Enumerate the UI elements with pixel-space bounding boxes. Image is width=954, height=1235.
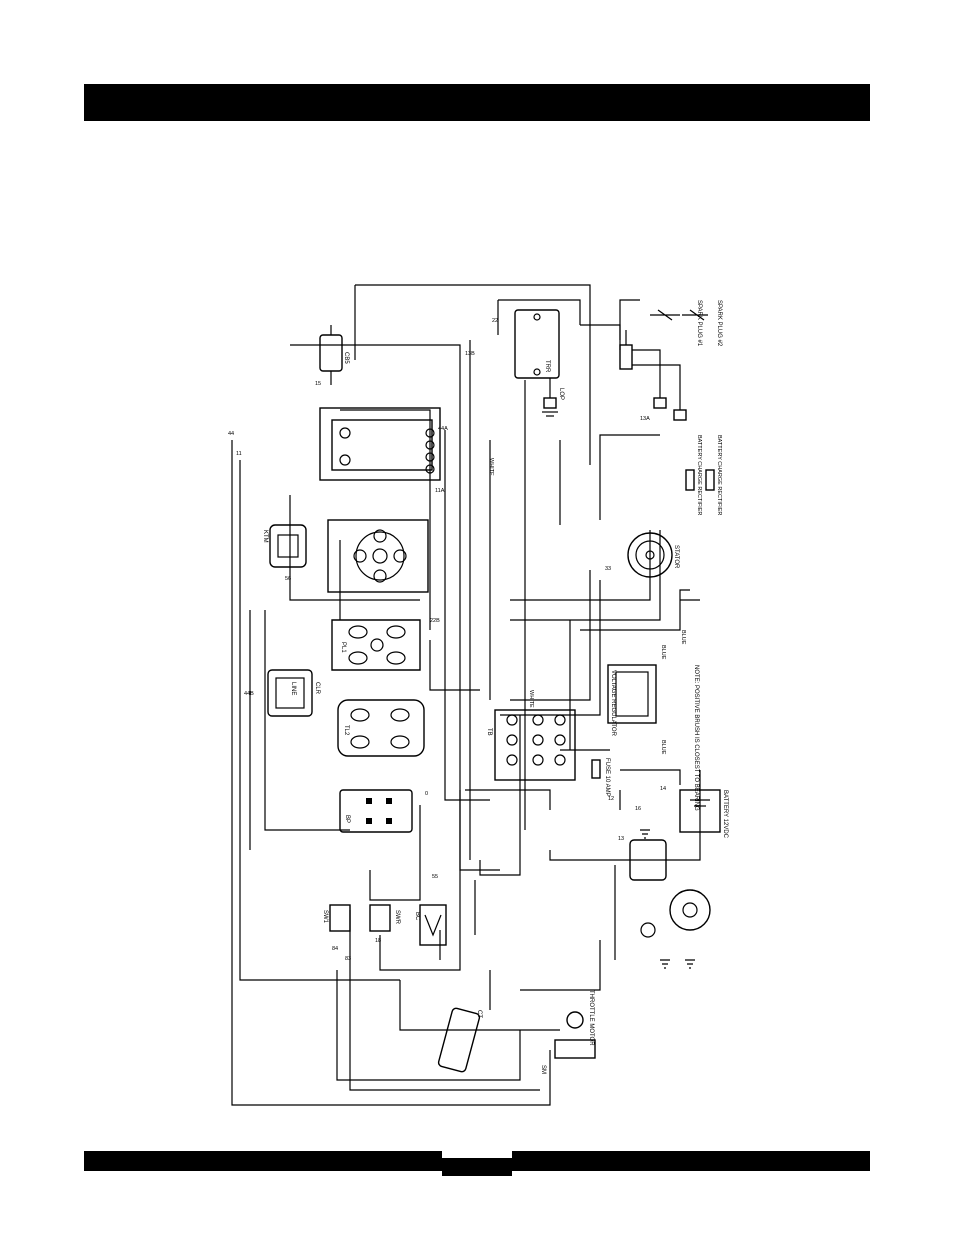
spark2-label: SPARK PLUG #2: [716, 300, 722, 347]
trr-label: TRR: [544, 360, 550, 373]
stator-label: STATOR: [673, 545, 679, 569]
wire-number-12: 12: [608, 796, 614, 802]
blue2-label: BLUE: [660, 740, 666, 755]
wire-number-11: 11: [236, 451, 242, 457]
cb5-breaker: CB5: [319, 325, 349, 385]
ktm-label: KTM: [262, 530, 268, 543]
bearing-note: NOTE: POSITIVE BRUSH IS CLOSEST TO BEARI…: [693, 665, 699, 811]
wire-number-18: 18: [375, 938, 381, 944]
fuse-label: FUSE 10 AMP: [604, 758, 610, 797]
header-bar: [84, 84, 870, 121]
ktm-module: KTM: [262, 524, 307, 568]
wire-number-56: 56: [285, 576, 291, 582]
cb5-label: CB5: [343, 352, 349, 364]
rectifier2-label: BATTERY CHARGE RECTIFIER: [716, 435, 722, 515]
spark1-label: SPARK PLUG #1: [696, 300, 702, 347]
white1-label: WHITE: [488, 458, 494, 476]
lop-switch: LOP: [542, 378, 564, 417]
throttle-label: THROTTLE MOTOR: [588, 990, 594, 1046]
throttle-assembly: CT THROTTLE MOTOR SM: [437, 990, 596, 1074]
ground-symbols: [640, 829, 695, 969]
pl1-receptacle: PL1: [331, 619, 421, 671]
wire-numbers: 44 11 22 33 13B 15 56 0 18 14 13A 44A 44…: [228, 318, 666, 962]
battery-label: BATTERY 12VDC: [722, 790, 728, 839]
bp-label: BP: [344, 815, 350, 823]
rectifiers: BATTERY CHARGE RECTIFIER BATTERY CHARGE …: [685, 435, 722, 515]
swr-label: SWR: [394, 910, 400, 925]
bp-relay: BP: [339, 789, 413, 833]
tb-terminal-strip: TB: [486, 709, 576, 781]
wire-number-15: 15: [315, 381, 321, 387]
pl1-label: PL1: [340, 642, 346, 653]
blue1-label: BLUE: [660, 645, 666, 660]
line-label: LINE: [290, 682, 296, 695]
tl2-label: TL2: [343, 725, 349, 736]
bc-label: BC: [414, 912, 420, 921]
spark-plugs: SPARK PLUG #1 SPARK PLUG #2: [619, 300, 722, 421]
stator: STATOR: [627, 532, 679, 578]
fuse: FUSE 10 AMP: [591, 758, 610, 797]
tb-label: TB: [486, 728, 492, 736]
wire-number-33: 33: [605, 566, 611, 572]
wire-number-0: 0: [425, 791, 428, 797]
wire-number-83: 83: [345, 956, 351, 962]
sw1-label: SW1: [322, 910, 328, 924]
blue3-label: BLUE: [680, 630, 686, 645]
rectifier1-label: BATTERY CHARGE RECTIFIER: [696, 435, 702, 515]
wire-number-14: 14: [660, 786, 666, 792]
clr-label: CLR: [314, 682, 320, 695]
starter-assembly: [629, 839, 711, 938]
wire-number-13: 13: [618, 836, 624, 842]
white2-label: WHITE: [528, 690, 534, 708]
voltage-regulator: VOLTAGE REGULATOR BLUE BLUE BLUE: [607, 630, 686, 755]
wire-number-44a: 44A: [438, 426, 448, 432]
line-clr-module: LINE CLR: [267, 669, 320, 717]
wire-number-16: 16: [635, 806, 641, 812]
battery: BATTERY 12VDC: [679, 789, 728, 839]
sm-label: SM: [540, 1065, 546, 1074]
relay-block-upper: [319, 407, 441, 481]
wire-number-84: 84: [332, 946, 338, 952]
wire-number-13a: 13A: [640, 416, 650, 422]
lop-label: LOP: [558, 388, 564, 400]
harness-wires: [231, 284, 701, 1106]
wire-number-44b: 44B: [244, 691, 254, 697]
footer-bar-left: [84, 1151, 442, 1171]
trr-module: TRR: [514, 309, 560, 379]
wire-number-55: 55: [432, 874, 438, 880]
wire-number-22: 22: [492, 318, 498, 324]
wire-number-13b: 13B: [465, 351, 475, 357]
wire-number-22b: 22B: [430, 618, 440, 624]
wire-number-11a: 11A: [435, 488, 445, 494]
ct-label: CT: [476, 1010, 482, 1018]
wire-number-44: 44: [228, 431, 234, 437]
switches-lower: SW1 SWR BC: [322, 904, 447, 946]
footer-bar-right: [512, 1151, 870, 1171]
wiring-diagram: CB5 TRR LOP KTM: [228, 284, 728, 1106]
regulator-label: VOLTAGE REGULATOR: [610, 670, 616, 737]
main-terminal-block: [327, 519, 429, 593]
tl2-receptacle: TL2: [337, 699, 425, 757]
footer-page-tab: [442, 1158, 512, 1176]
